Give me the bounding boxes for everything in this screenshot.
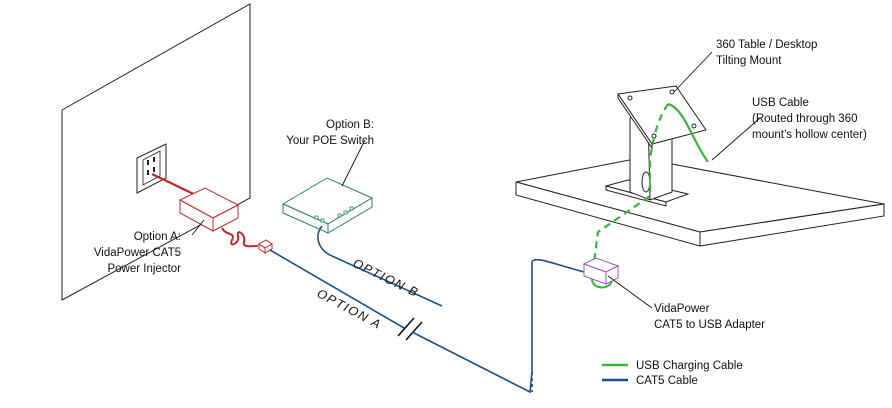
label-adapter-line2: CAT5 to USB Adapter [654,319,765,331]
legend: USB Charging Cable CAT5 Cable [602,360,743,387]
power-injector [178,187,240,232]
legend-label-cat5: CAT5 Cable [636,375,698,387]
label-option-a: Option A: VidaPower CAT5 Power Injector [94,231,181,275]
label-mount: 360 Table / Desktop Tilting Mount [716,39,817,67]
label-adapter-line1: VidaPower [654,303,710,315]
legend-item-usb: USB Charging Cable [602,360,743,372]
label-option-a-line3: Power Injector [107,263,181,275]
label-adapter: VidaPower CAT5 to USB Adapter [654,303,765,331]
label-usb-cable-line1: USB Cable [752,97,809,109]
cat5-cable-option-a [269,249,405,329]
leader-lines [191,51,761,309]
label-usb-cable: USB Cable (Routed through 360 mount’s ho… [752,97,867,141]
cat5-cable-option-b [317,225,443,307]
label-option-b: Option B: Your POE Switch [286,119,374,147]
cable-merge-symbol [397,317,423,341]
rj45-connector [258,239,273,254]
poe-switch [281,177,374,234]
injector-coil-cable [221,227,259,248]
label-option-a-line2: VidaPower CAT5 [94,247,181,259]
label-usb-cable-line2: (Routed through 360 [752,113,858,125]
label-mount-line2: Tilting Mount [716,55,782,67]
label-usb-cable-line3: mount’s hollow center) [752,129,867,141]
cat5-cable-main [411,258,585,394]
table [515,157,885,247]
label-option-b-line1: Option B: [326,119,374,131]
label-option-b-line2: Your POE Switch [286,135,374,147]
label-mount-line1: 360 Table / Desktop [716,39,817,51]
cat5-usb-adapter [582,257,620,285]
cable-label-option-b: OPTION B [351,256,422,300]
label-option-a-line1: Option A: [134,231,181,243]
cable-label-option-a: OPTION A [315,286,384,332]
legend-item-cat5: CAT5 Cable [602,375,698,387]
legend-label-usb: USB Charging Cable [636,360,743,372]
